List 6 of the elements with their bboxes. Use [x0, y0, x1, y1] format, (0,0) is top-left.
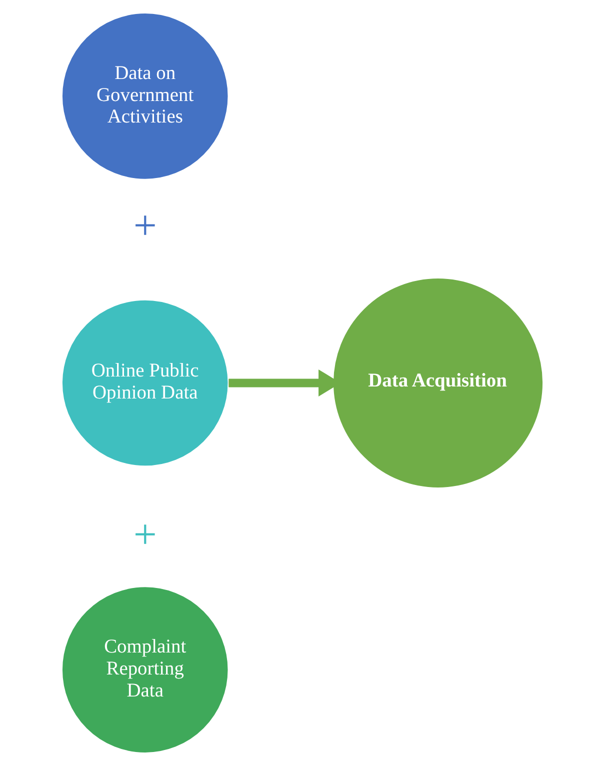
- node-circle: Data on Government Activities: [61, 12, 229, 180]
- node-circle: Online Public Opinion Data: [61, 299, 229, 467]
- node-circle: Data Acquisition: [332, 277, 544, 489]
- label: +: [133, 510, 157, 557]
- label: +: [133, 202, 157, 248]
- node-circle: Complaint Reporting Data: [61, 586, 229, 754]
